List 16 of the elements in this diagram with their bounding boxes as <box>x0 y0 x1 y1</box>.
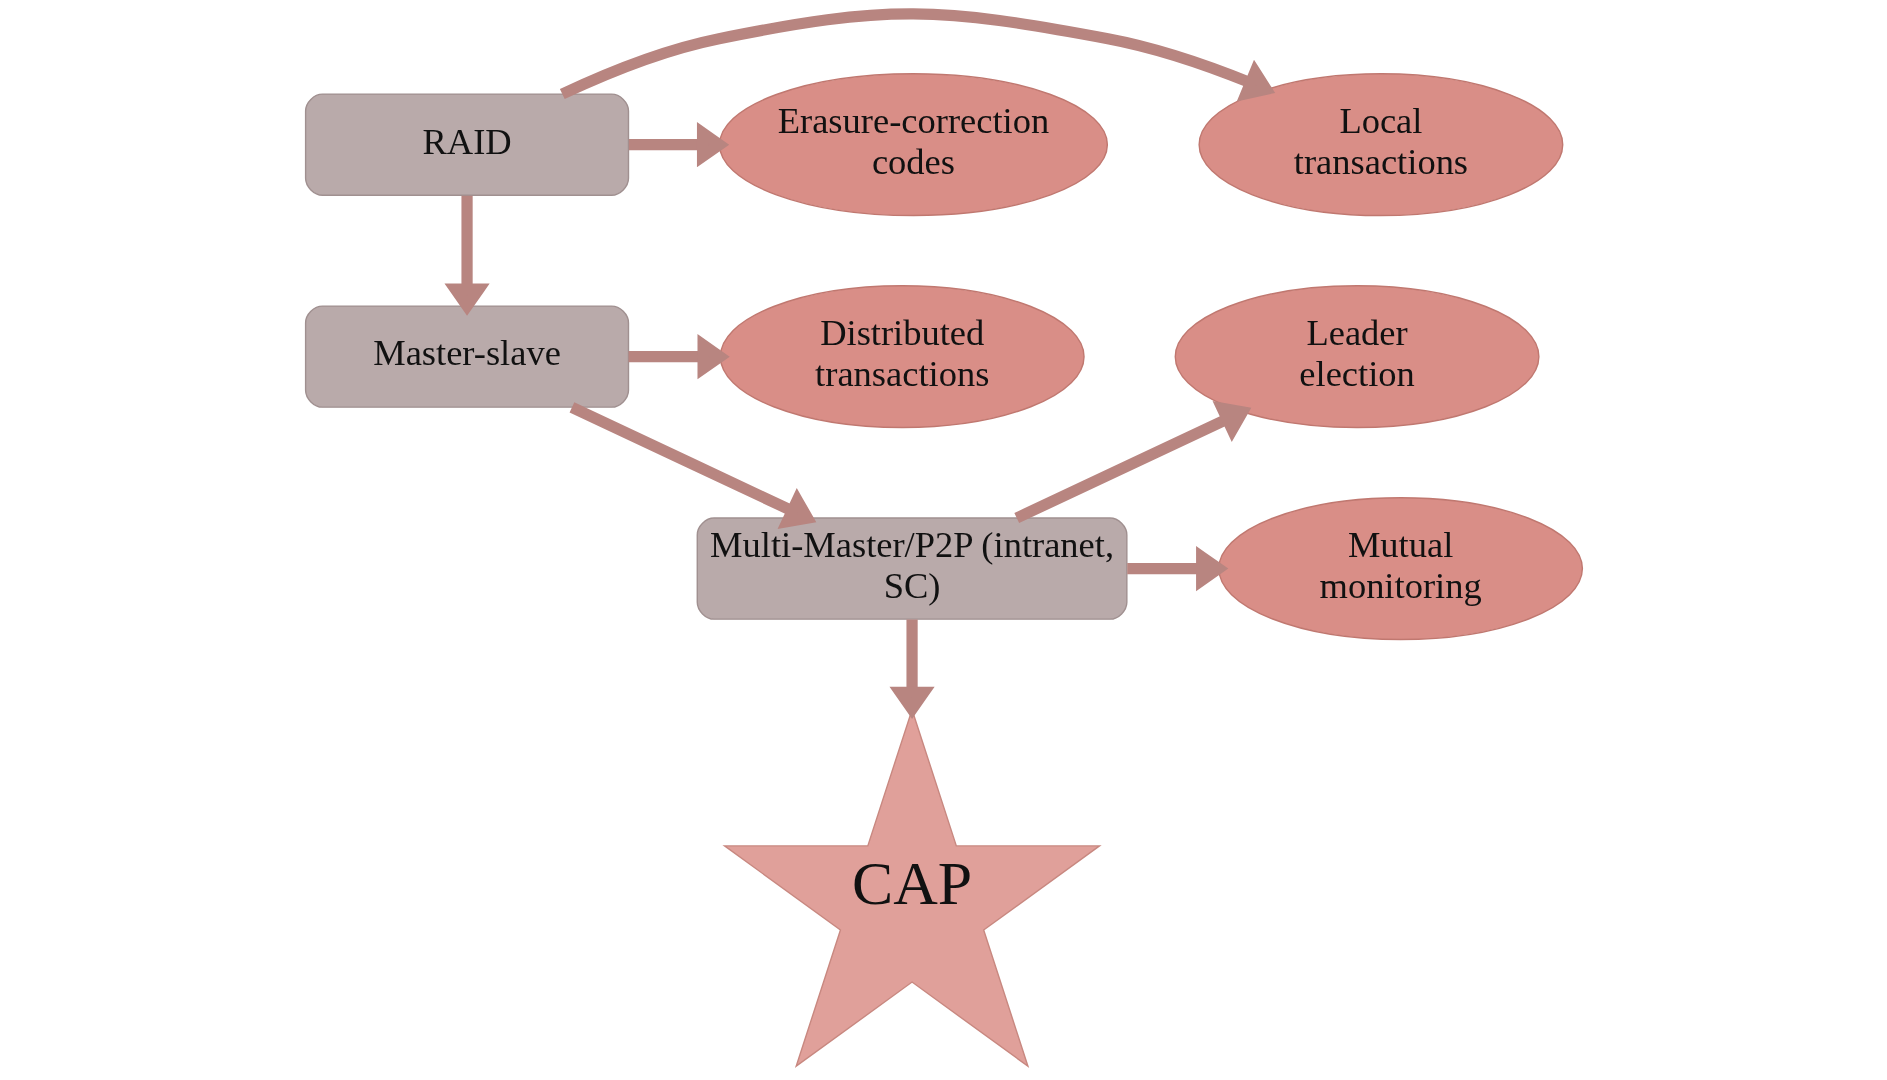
arrow <box>889 619 935 719</box>
node-ellipse: Distributed transactions <box>719 285 1085 429</box>
node-box: Master-slave <box>304 305 629 408</box>
node-ellipse: Mutual monitoring <box>1217 497 1583 641</box>
node-box: RAID <box>304 93 629 196</box>
arrow <box>1126 546 1228 592</box>
arrow <box>628 122 729 168</box>
arrow <box>1013 401 1251 524</box>
node-ellipse: Leader election <box>1174 285 1540 429</box>
arrow <box>559 8 1275 102</box>
node-ellipse: Local transactions <box>1197 73 1563 217</box>
arrow <box>443 195 490 316</box>
node-ellipse: Erasure-correction codes <box>718 73 1108 217</box>
arrow <box>628 334 730 380</box>
arrow <box>569 402 816 529</box>
node-box: Multi-Master/P2P (intranet, SC) <box>696 517 1128 620</box>
